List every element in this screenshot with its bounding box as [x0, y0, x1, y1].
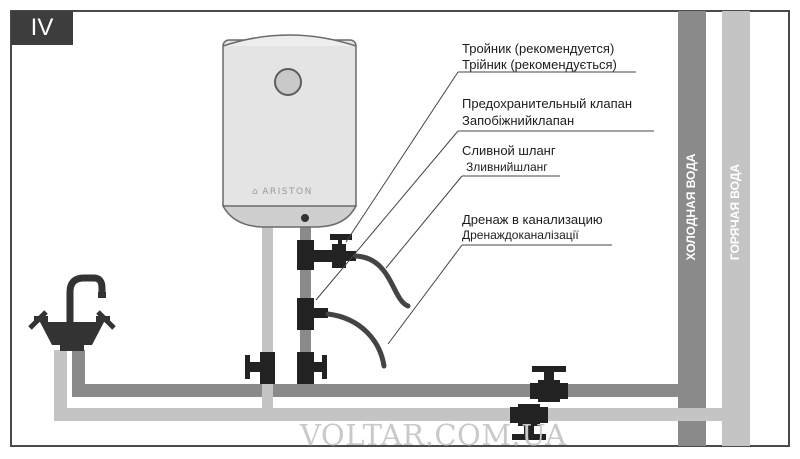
- hot-shutoff-valve: [260, 352, 275, 384]
- leader-lines: [315, 71, 654, 345]
- leader-safety: [315, 130, 459, 301]
- hot-riser-pipe: [722, 11, 750, 446]
- hot-main-valve-flange-right: [540, 407, 548, 423]
- heater-top-cap: [222, 34, 357, 47]
- frame-border: [10, 10, 790, 447]
- mixer-tap-icon: [28, 274, 116, 351]
- cold-main-valve-flange-right: [560, 383, 568, 399]
- hot-pipe-horizontal: [54, 408, 722, 421]
- hot-main-valve-flange-left: [510, 407, 518, 423]
- label-tee-ua: Трійник (рекомендується): [462, 57, 617, 72]
- indicator-light-icon: [301, 214, 309, 222]
- hot-main-valve-stem: [524, 426, 534, 436]
- tee-valve-handle-icon: [330, 234, 352, 240]
- tee-valve-outlet: [346, 251, 356, 261]
- heater-brand-text: ARISTON: [262, 187, 313, 197]
- heater-hot-outlet-pipe: [262, 225, 273, 421]
- hot-riser-label: ГОРЯЧАЯ ВОДА: [728, 163, 742, 261]
- heater-bottom-cap: [221, 205, 358, 228]
- watermark: VOLTAR.COM.UA: [300, 418, 567, 452]
- tee-valve-body: [332, 244, 346, 268]
- hot-shutoff-handle-icon: [250, 362, 260, 372]
- thermostat-knob-icon: [274, 68, 302, 96]
- cold-main-valve-stem: [544, 370, 554, 380]
- leader-drain: [387, 244, 463, 345]
- tee-valve-stem: [338, 238, 342, 246]
- tee-branch: [314, 250, 334, 262]
- hot-main-valve-handle-icon: [512, 434, 546, 440]
- label-safety-ua: Запобіжнийклапан: [462, 113, 575, 128]
- cold-shutoff-handle-bar: [322, 355, 327, 379]
- cold-pipe-horizontal: [72, 384, 678, 397]
- cold-main-valve: [538, 380, 560, 402]
- safety-valve-outlet: [314, 308, 328, 318]
- cold-main-valve-handle-icon: [532, 366, 566, 372]
- mixer-hot-connection: [54, 350, 67, 421]
- house-icon: ⌂: [252, 187, 260, 197]
- leader-hose: [385, 175, 463, 269]
- drain-hose-lower: [325, 311, 387, 369]
- hot-shutoff-handle-bar: [245, 355, 250, 379]
- water-heater-tank: [222, 39, 357, 211]
- safety-valve-body: [297, 298, 314, 330]
- cold-main-valve-flange-left: [530, 383, 538, 399]
- label-drain-ru: Дренаж в канализацию: [462, 212, 603, 227]
- panel-number-badge: IV: [11, 11, 73, 45]
- heater-brand: ⌂ARISTON: [252, 187, 313, 197]
- cold-riser-pipe: [678, 11, 706, 446]
- cold-riser-label: ХОЛОДНАЯ ВОДА: [684, 153, 698, 261]
- label-drain-ua: Дренаждоканалізації: [462, 228, 579, 242]
- label-safety-ru: Предохранительный клапан: [462, 96, 633, 111]
- mixer-cold-connection: [72, 350, 85, 397]
- drain-hose-upper: [353, 253, 411, 309]
- label-tee-ru: Тройник (рекомендуется): [462, 41, 615, 56]
- leader-tee: [345, 71, 459, 243]
- hot-main-valve: [518, 404, 540, 426]
- cold-shutoff-handle-icon: [314, 362, 324, 372]
- tee-fitting: [297, 240, 314, 270]
- cold-shutoff-valve: [297, 352, 314, 384]
- label-hose-ru: Сливной шланг: [462, 143, 556, 158]
- label-hose-ua: Зливнийшланг: [466, 160, 548, 174]
